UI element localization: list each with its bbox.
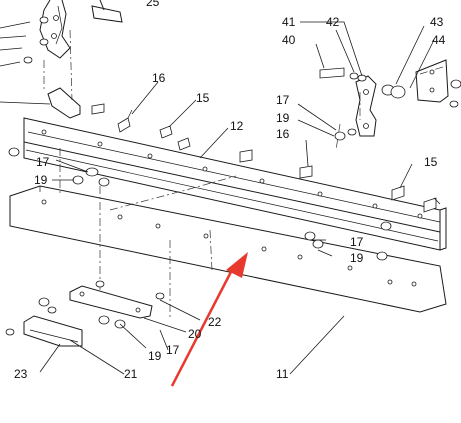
callout-labels: 16 15 12 17 19 16 41 42 40 43 44 15 17 1…	[14, 15, 446, 381]
alignment-center-lines	[59, 65, 447, 320]
left-arm-bracket	[0, 87, 81, 119]
plate-11	[9, 185, 447, 313]
channel-bracket-12	[23, 117, 447, 251]
callout-42: 42	[326, 15, 340, 29]
right-bracket-assembly	[349, 59, 449, 137]
callout-21: 21	[124, 367, 138, 381]
callout-11: 11	[276, 367, 289, 381]
callout-19: 19	[148, 349, 162, 363]
channel-holes	[41, 129, 423, 219]
bolts	[91, 67, 437, 213]
leader-lines	[39, 21, 441, 375]
callout-19: 19	[350, 251, 364, 265]
callout-43: 43	[430, 15, 444, 29]
red-pointer-arrow	[170, 252, 248, 387]
callout-40: 40	[282, 33, 296, 47]
callout-17: 17	[166, 343, 180, 357]
callout-41: 41	[282, 15, 296, 29]
callout-17: 17	[350, 235, 364, 249]
bolt-16-left	[117, 109, 133, 133]
callout-15: 15	[424, 155, 438, 169]
upper-left-bracket-assembly: 25	[0, 0, 160, 101]
plate-holes	[41, 199, 417, 287]
callout-17: 17	[36, 155, 50, 169]
bolt-15-left	[159, 125, 173, 139]
callout-16: 16	[152, 71, 166, 85]
lower-left-hitch-assembly	[5, 280, 165, 347]
callout-19: 19	[34, 173, 48, 187]
callout-20: 20	[188, 327, 202, 341]
callout-23: 23	[14, 367, 28, 381]
washers-and-nuts	[8, 79, 461, 261]
callout-19: 19	[276, 111, 290, 125]
callout-22: 22	[208, 315, 222, 329]
callout-16: 16	[276, 127, 290, 141]
callout-44: 44	[432, 33, 446, 47]
callout-12: 12	[230, 119, 244, 133]
callout-17: 17	[276, 93, 290, 107]
callout-25-partial: 25	[146, 0, 160, 9]
callout-15: 15	[196, 91, 210, 105]
